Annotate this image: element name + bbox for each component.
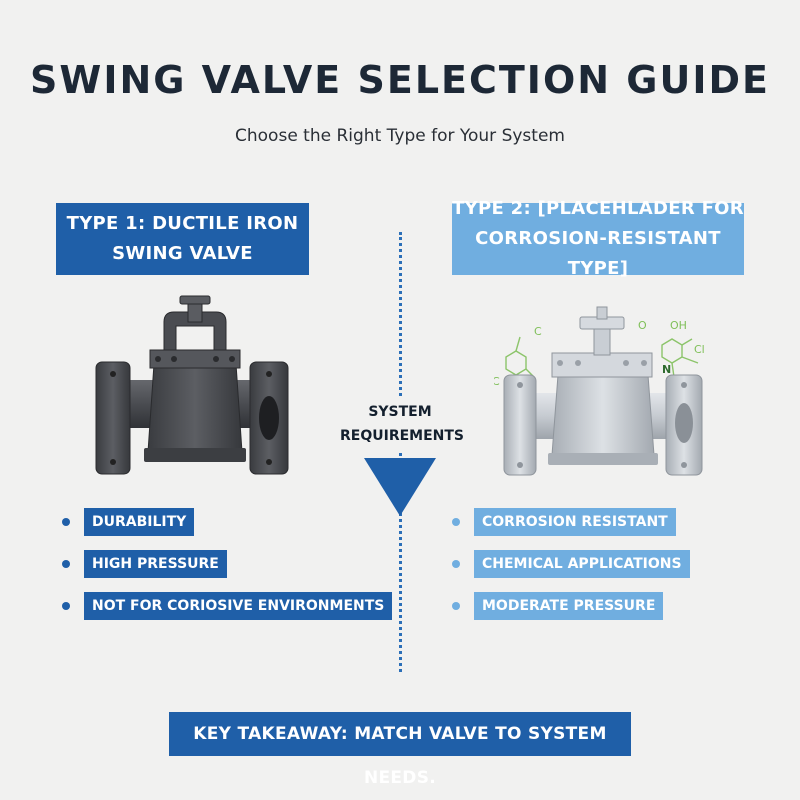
type1-feature-list: DURABILITY HIGH PRESSURE NOT FOR CORIOSI… (62, 508, 393, 634)
key-takeaway-banner: KEY TAKEAWAY: MATCH VALVE TO SYSTEM NEED… (169, 712, 631, 788)
center-label-line1: SYSTEM (368, 404, 432, 420)
type1-title-line2: SWING VALVE (112, 243, 253, 264)
bullet-icon (452, 560, 460, 568)
bullet-icon (62, 560, 70, 568)
bullet-icon (452, 602, 460, 610)
feature-label: CORROSION RESISTANT (474, 508, 676, 536)
list-item: DURABILITY (62, 508, 392, 536)
type2-feature-list: CORROSION RESISTANT CHEMICAL APPLICATION… (452, 508, 690, 634)
feature-label: HIGH PRESSURE (84, 550, 227, 578)
type2-title-line2: CORROSION-RESISTANT TYPE] (475, 228, 721, 279)
ductile-iron-valve-icon (95, 295, 289, 475)
down-arrow-icon (364, 458, 436, 516)
svg-text:Cl: Cl (694, 343, 705, 356)
list-item: CHEMICAL APPLICATIONS (452, 550, 690, 578)
bullet-icon (62, 518, 70, 526)
list-item: NOT FOR CORIOSIVE ENVIRONMENTS (62, 592, 393, 620)
feature-label: CHEMICAL APPLICATIONS (474, 550, 690, 578)
feature-label: MODERATE PRESSURE (474, 592, 664, 620)
list-item: HIGH PRESSURE (62, 550, 392, 578)
corrosion-resistant-valve-icon: C C O OH Cl N (494, 306, 705, 476)
page-title: SWING VALVE SELECTION GUIDE (30, 58, 770, 102)
type1-title-line1: TYPE 1: DUCTILE IRON (66, 213, 299, 234)
svg-text:O: O (638, 319, 647, 332)
page-subtitle: Choose the Right Type for Your System (235, 126, 565, 146)
svg-text:C: C (534, 325, 542, 338)
center-divider (399, 232, 402, 672)
bullet-icon (452, 518, 460, 526)
list-item: MODERATE PRESSURE (452, 592, 690, 620)
type2-header: TYPE 2: [PLACEHLADER FOR CORROSION-RESIS… (452, 198, 744, 279)
feature-label: NOT FOR CORIOSIVE ENVIRONMENTS (84, 592, 393, 620)
system-requirements-label: SYSTEM REQUIREMENTS (340, 398, 465, 450)
svg-text:N: N (662, 363, 671, 376)
type1-header: TYPE 1: DUCTILE IRON SWING VALVE (56, 203, 309, 275)
svg-text:C: C (494, 375, 500, 388)
list-item: CORROSION RESISTANT (452, 508, 690, 536)
type2-title-line1: TYPE 2: [PLACEHLADER FOR (452, 198, 744, 219)
svg-text:OH: OH (670, 319, 687, 332)
feature-label: DURABILITY (84, 508, 195, 536)
bullet-icon (62, 602, 70, 610)
center-label-line2: REQUIREMENTS (340, 428, 465, 444)
